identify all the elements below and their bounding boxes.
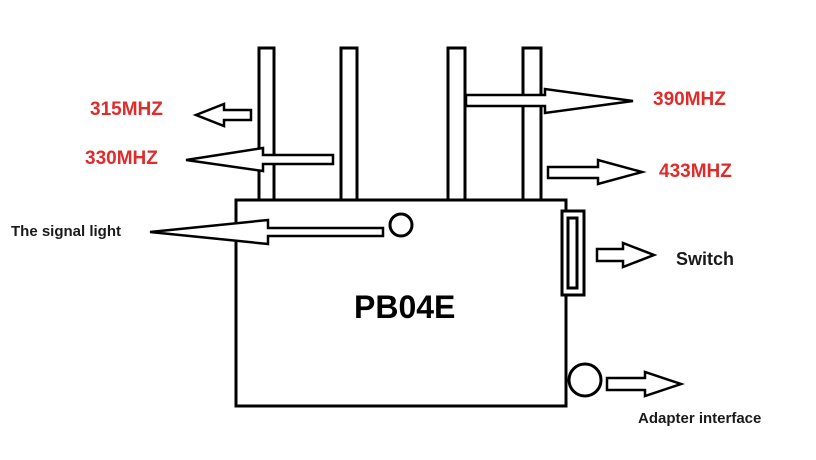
arrow-433: [546, 158, 647, 186]
label-signal-light: The signal light: [11, 223, 122, 240]
label-390mhz: 390MHZ: [653, 89, 726, 110]
arrow-adapter: [605, 370, 685, 398]
arrow-switch: [595, 241, 658, 269]
signal-light-indicator: [388, 212, 414, 238]
arrow-signal-light: [149, 218, 385, 246]
arrow-330: [185, 146, 335, 173]
antenna-1: [257, 46, 276, 204]
label-330mhz: 330MHZ: [85, 148, 158, 169]
label-adapter-interface: Adapter interface: [638, 410, 762, 427]
arrow-315: [192, 102, 253, 128]
label-switch: Switch: [676, 249, 735, 269]
antenna-2: [339, 46, 359, 204]
label-433mhz: 433MHZ: [659, 161, 732, 182]
device-model-title: PB04E: [354, 289, 456, 325]
antenna-3: [446, 46, 467, 204]
antenna-4: [521, 46, 543, 204]
label-315mhz: 315MHZ: [90, 99, 163, 120]
switch-slot: [566, 216, 579, 290]
adapter-port: [567, 362, 603, 398]
arrow-390: [464, 87, 634, 115]
